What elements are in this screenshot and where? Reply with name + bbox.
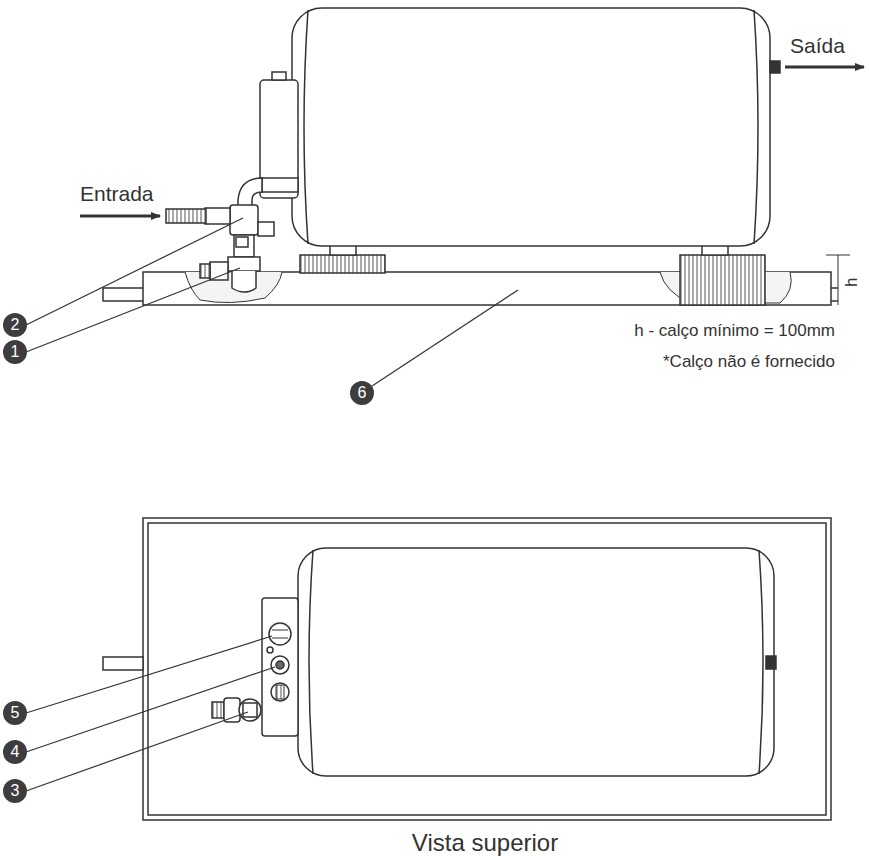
callout-number: 4	[11, 743, 20, 761]
dimension-note: h - calço mínimo = 100mm	[634, 322, 835, 341]
callout-number: 5	[11, 704, 20, 722]
callout-number: 2	[11, 316, 20, 334]
callout-number: 3	[11, 782, 20, 800]
dimension-label: h	[844, 277, 863, 286]
outlet-label: Saída	[790, 34, 845, 57]
note-text: *Calço não é fornecido	[663, 353, 835, 372]
inlet-label: Entrada	[80, 182, 154, 205]
view-caption: Vista superior	[412, 830, 558, 856]
callout-number: 6	[358, 384, 367, 402]
callout-number: 1	[11, 343, 20, 361]
